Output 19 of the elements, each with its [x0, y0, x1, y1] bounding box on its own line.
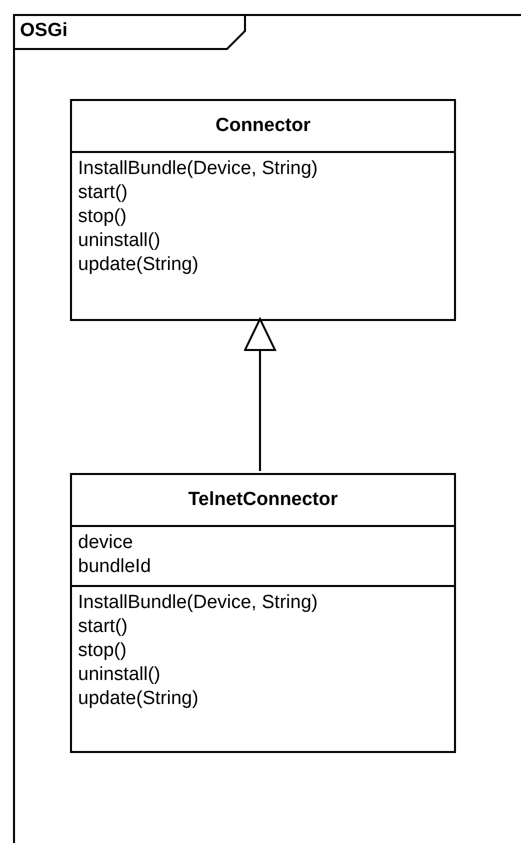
method-name: stop()	[78, 205, 127, 229]
class-name: Connector	[214, 114, 312, 138]
class-box	[70, 473, 456, 753]
method-name: start()	[78, 615, 128, 639]
package-name: OSGi	[20, 20, 68, 42]
attribute-name: device	[78, 531, 133, 555]
method-name: InstallBundle(Device, String)	[78, 591, 318, 615]
method-name: update(String)	[78, 687, 198, 711]
class-box	[70, 99, 456, 321]
class-name: TelnetConnector	[187, 488, 339, 512]
method-name: InstallBundle(Device, String)	[78, 157, 318, 181]
method-name: uninstall()	[78, 663, 160, 687]
method-name: start()	[78, 181, 128, 205]
attribute-name: bundleId	[78, 555, 151, 579]
method-name: update(String)	[78, 253, 198, 277]
package-frame	[13, 14, 521, 843]
method-name: stop()	[78, 639, 127, 663]
method-name: uninstall()	[78, 229, 160, 253]
generalization-arrow	[244, 318, 276, 471]
